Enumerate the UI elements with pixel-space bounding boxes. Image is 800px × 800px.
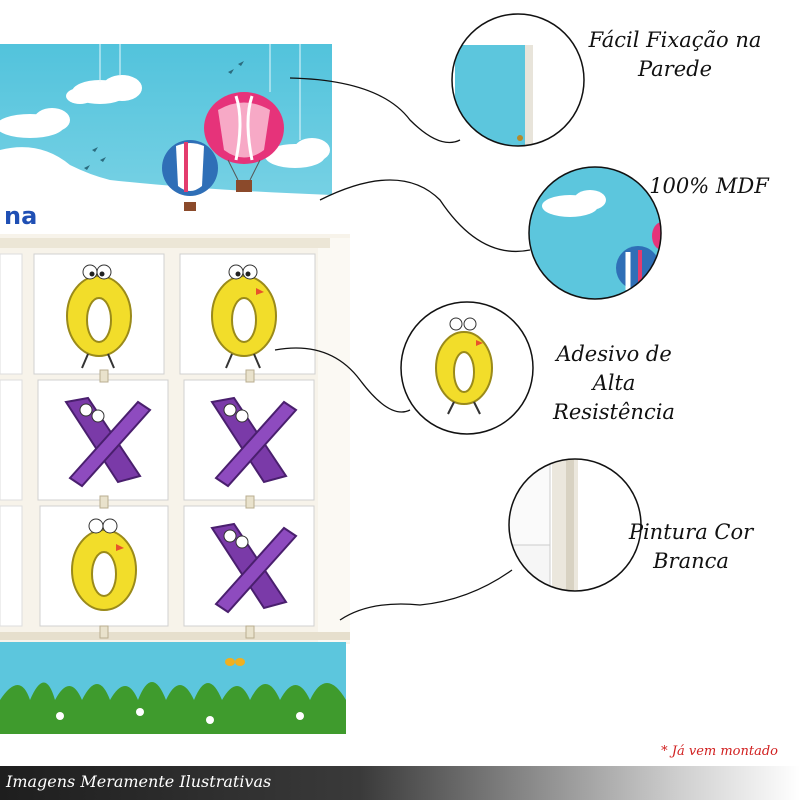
tile-x[interactable]: [37, 379, 169, 501]
callout-circle-sticker: [400, 301, 534, 435]
tile-o[interactable]: [39, 505, 169, 627]
cloud: [0, 108, 70, 138]
tile-x[interactable]: [183, 505, 315, 627]
footer-disclaimer: Imagens Meramente Ilustrativas: [6, 772, 272, 791]
tile-o[interactable]: [179, 253, 316, 375]
callout-label-wall-mount: Fácil Fixação na Parede: [588, 28, 762, 81]
callout-label-sticker: Adesivo de Alta Resistência: [553, 342, 675, 424]
butterfly: [225, 658, 245, 666]
bottom-grass-panel: [0, 642, 346, 734]
callout-label-mdf: 100% MDF: [649, 174, 769, 198]
callout-connectors: [274, 77, 531, 621]
callout-circle-mdf: [528, 166, 662, 300]
blue-hot-air-balloon: [162, 140, 218, 211]
footer-bar: Imagens Meramente Ilustrativas: [0, 766, 800, 800]
birds: [84, 61, 244, 170]
board-title-fragment: na: [4, 202, 37, 230]
callout-circle-white-paint: [508, 458, 642, 592]
pink-hot-air-balloon: [204, 92, 284, 192]
assembled-note: * Já vem montado: [661, 744, 778, 759]
tile-x[interactable]: [183, 379, 315, 501]
top-sky-panel: na: [0, 44, 332, 234]
tile-o[interactable]: [33, 253, 165, 375]
tile-grid: [0, 253, 316, 639]
callout-circle-wall-mount: [451, 13, 585, 147]
callout-label-white-paint: Pintura Cor Branca: [628, 520, 754, 573]
cloud: [265, 138, 330, 168]
cloud: [66, 75, 142, 104]
